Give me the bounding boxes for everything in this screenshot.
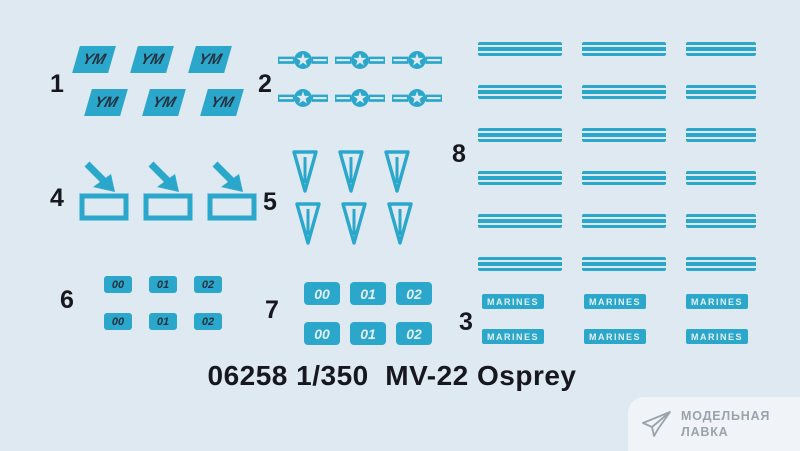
group-8-label: 8: [452, 140, 466, 168]
ym-decal: YM: [72, 46, 116, 73]
stripe-bar-decal: [478, 214, 562, 228]
watermark: МОДЕЛЬНАЯ ЛАВКА: [628, 397, 800, 451]
watermark-line2: ЛАВКА: [681, 425, 729, 439]
ym-text: YM: [208, 94, 236, 111]
cone-decal-icon: [292, 150, 318, 194]
arrow-box-decal-icon: [142, 158, 194, 222]
star-insignia-icon: [278, 88, 328, 108]
number-plate: 01: [149, 313, 177, 330]
group-3-label: 3: [459, 308, 473, 336]
group-1-label: 1: [50, 70, 64, 98]
group-5-label: 5: [263, 188, 277, 216]
group-8-decals: [478, 42, 770, 271]
group-6-label: 6: [60, 286, 74, 314]
watermark-text: МОДЕЛЬНАЯ ЛАВКА: [681, 408, 770, 441]
ym-row: YM YM YM: [72, 46, 240, 73]
ym-decal: YM: [84, 89, 128, 116]
number-plate: 01: [350, 282, 386, 305]
stripe-bar-decal: [686, 257, 756, 271]
stripe-bar-decal: [582, 214, 666, 228]
stripe-bar-decal: [582, 171, 666, 185]
marines-plate: MARINES: [482, 294, 544, 309]
number-plate: 01: [149, 276, 177, 293]
ym-text: YM: [150, 94, 178, 111]
cone-decal-icon: [295, 202, 321, 246]
ym-decal: YM: [142, 89, 186, 116]
marines-plate: MARINES: [584, 329, 646, 344]
cone-decal-icon: [338, 150, 364, 194]
group-3-decals: MARINES MARINES MARINES MARINES MARINES …: [482, 294, 748, 344]
ym-text: YM: [138, 51, 166, 68]
number-plate: 01: [350, 322, 386, 345]
ym-text: YM: [92, 94, 120, 111]
marines-plate: MARINES: [686, 329, 748, 344]
star-insignia-icon: [392, 88, 442, 108]
stripe-bar-decal: [478, 257, 562, 271]
number-plate: 00: [304, 322, 340, 345]
star-insignia-icon: [335, 88, 385, 108]
ym-decal: YM: [200, 89, 244, 116]
cone-decal-icon: [341, 202, 367, 246]
number-plate: 00: [104, 313, 132, 330]
number-plate: 02: [194, 313, 222, 330]
stripe-bar-decal: [582, 128, 666, 142]
group-6-decals: 00 01 02 00 01 02: [104, 276, 222, 330]
group-1-decals: YM YM YM YM YM YM: [72, 46, 244, 116]
group-5-decals: [292, 150, 413, 246]
star-insignia-icon: [392, 50, 442, 70]
ym-text: YM: [80, 51, 108, 68]
marines-plate: MARINES: [686, 294, 748, 309]
stripe-bar-decal: [686, 128, 756, 142]
stripe-bar-decal: [582, 85, 666, 99]
group-2-decals: [278, 50, 442, 108]
ym-decal: YM: [130, 46, 174, 73]
ym-decal: YM: [188, 46, 232, 73]
number-plate: 02: [396, 322, 432, 345]
ym-text: YM: [196, 51, 224, 68]
stripe-bar-decal: [686, 171, 756, 185]
sheet-title: 06258 1/350 MV-22 Osprey: [207, 360, 577, 391]
cone-row: [292, 150, 413, 194]
cone-row: [295, 202, 413, 246]
paper-plane-icon: [640, 410, 672, 438]
stripe-bar-decal: [582, 42, 666, 56]
group-7-decals: 00 01 02 00 01 02: [304, 282, 432, 345]
group-2-label: 2: [258, 70, 272, 98]
group-7-label: 7: [265, 296, 279, 324]
stripe-bar-decal: [582, 257, 666, 271]
star-insignia-icon: [335, 50, 385, 70]
cone-decal-icon: [384, 150, 410, 194]
insignia-row: [278, 88, 442, 108]
watermark-line1: МОДЕЛЬНАЯ: [681, 408, 771, 423]
insignia-row: [278, 50, 442, 70]
stripe-bar-decal: [686, 85, 756, 99]
cone-decal-icon: [387, 202, 413, 246]
stripe-bar-decal: [478, 42, 562, 56]
star-insignia-icon: [278, 50, 328, 70]
group-4-decals: [78, 158, 258, 222]
number-plate: 02: [396, 282, 432, 305]
arrow-box-decal-icon: [78, 158, 130, 222]
ym-row: YM YM YM: [84, 89, 244, 116]
stripe-bar-decal: [478, 171, 562, 185]
stripe-bar-decal: [478, 128, 562, 142]
number-plate: 00: [104, 276, 132, 293]
number-plate: 00: [304, 282, 340, 305]
number-plate: 02: [194, 276, 222, 293]
stripe-bar-decal: [478, 85, 562, 99]
marines-plate: MARINES: [482, 329, 544, 344]
group-4-label: 4: [50, 184, 64, 212]
stripe-bar-decal: [686, 42, 756, 56]
arrow-box-decal-icon: [206, 158, 258, 222]
marines-plate: MARINES: [584, 294, 646, 309]
stripe-bar-decal: [686, 214, 756, 228]
